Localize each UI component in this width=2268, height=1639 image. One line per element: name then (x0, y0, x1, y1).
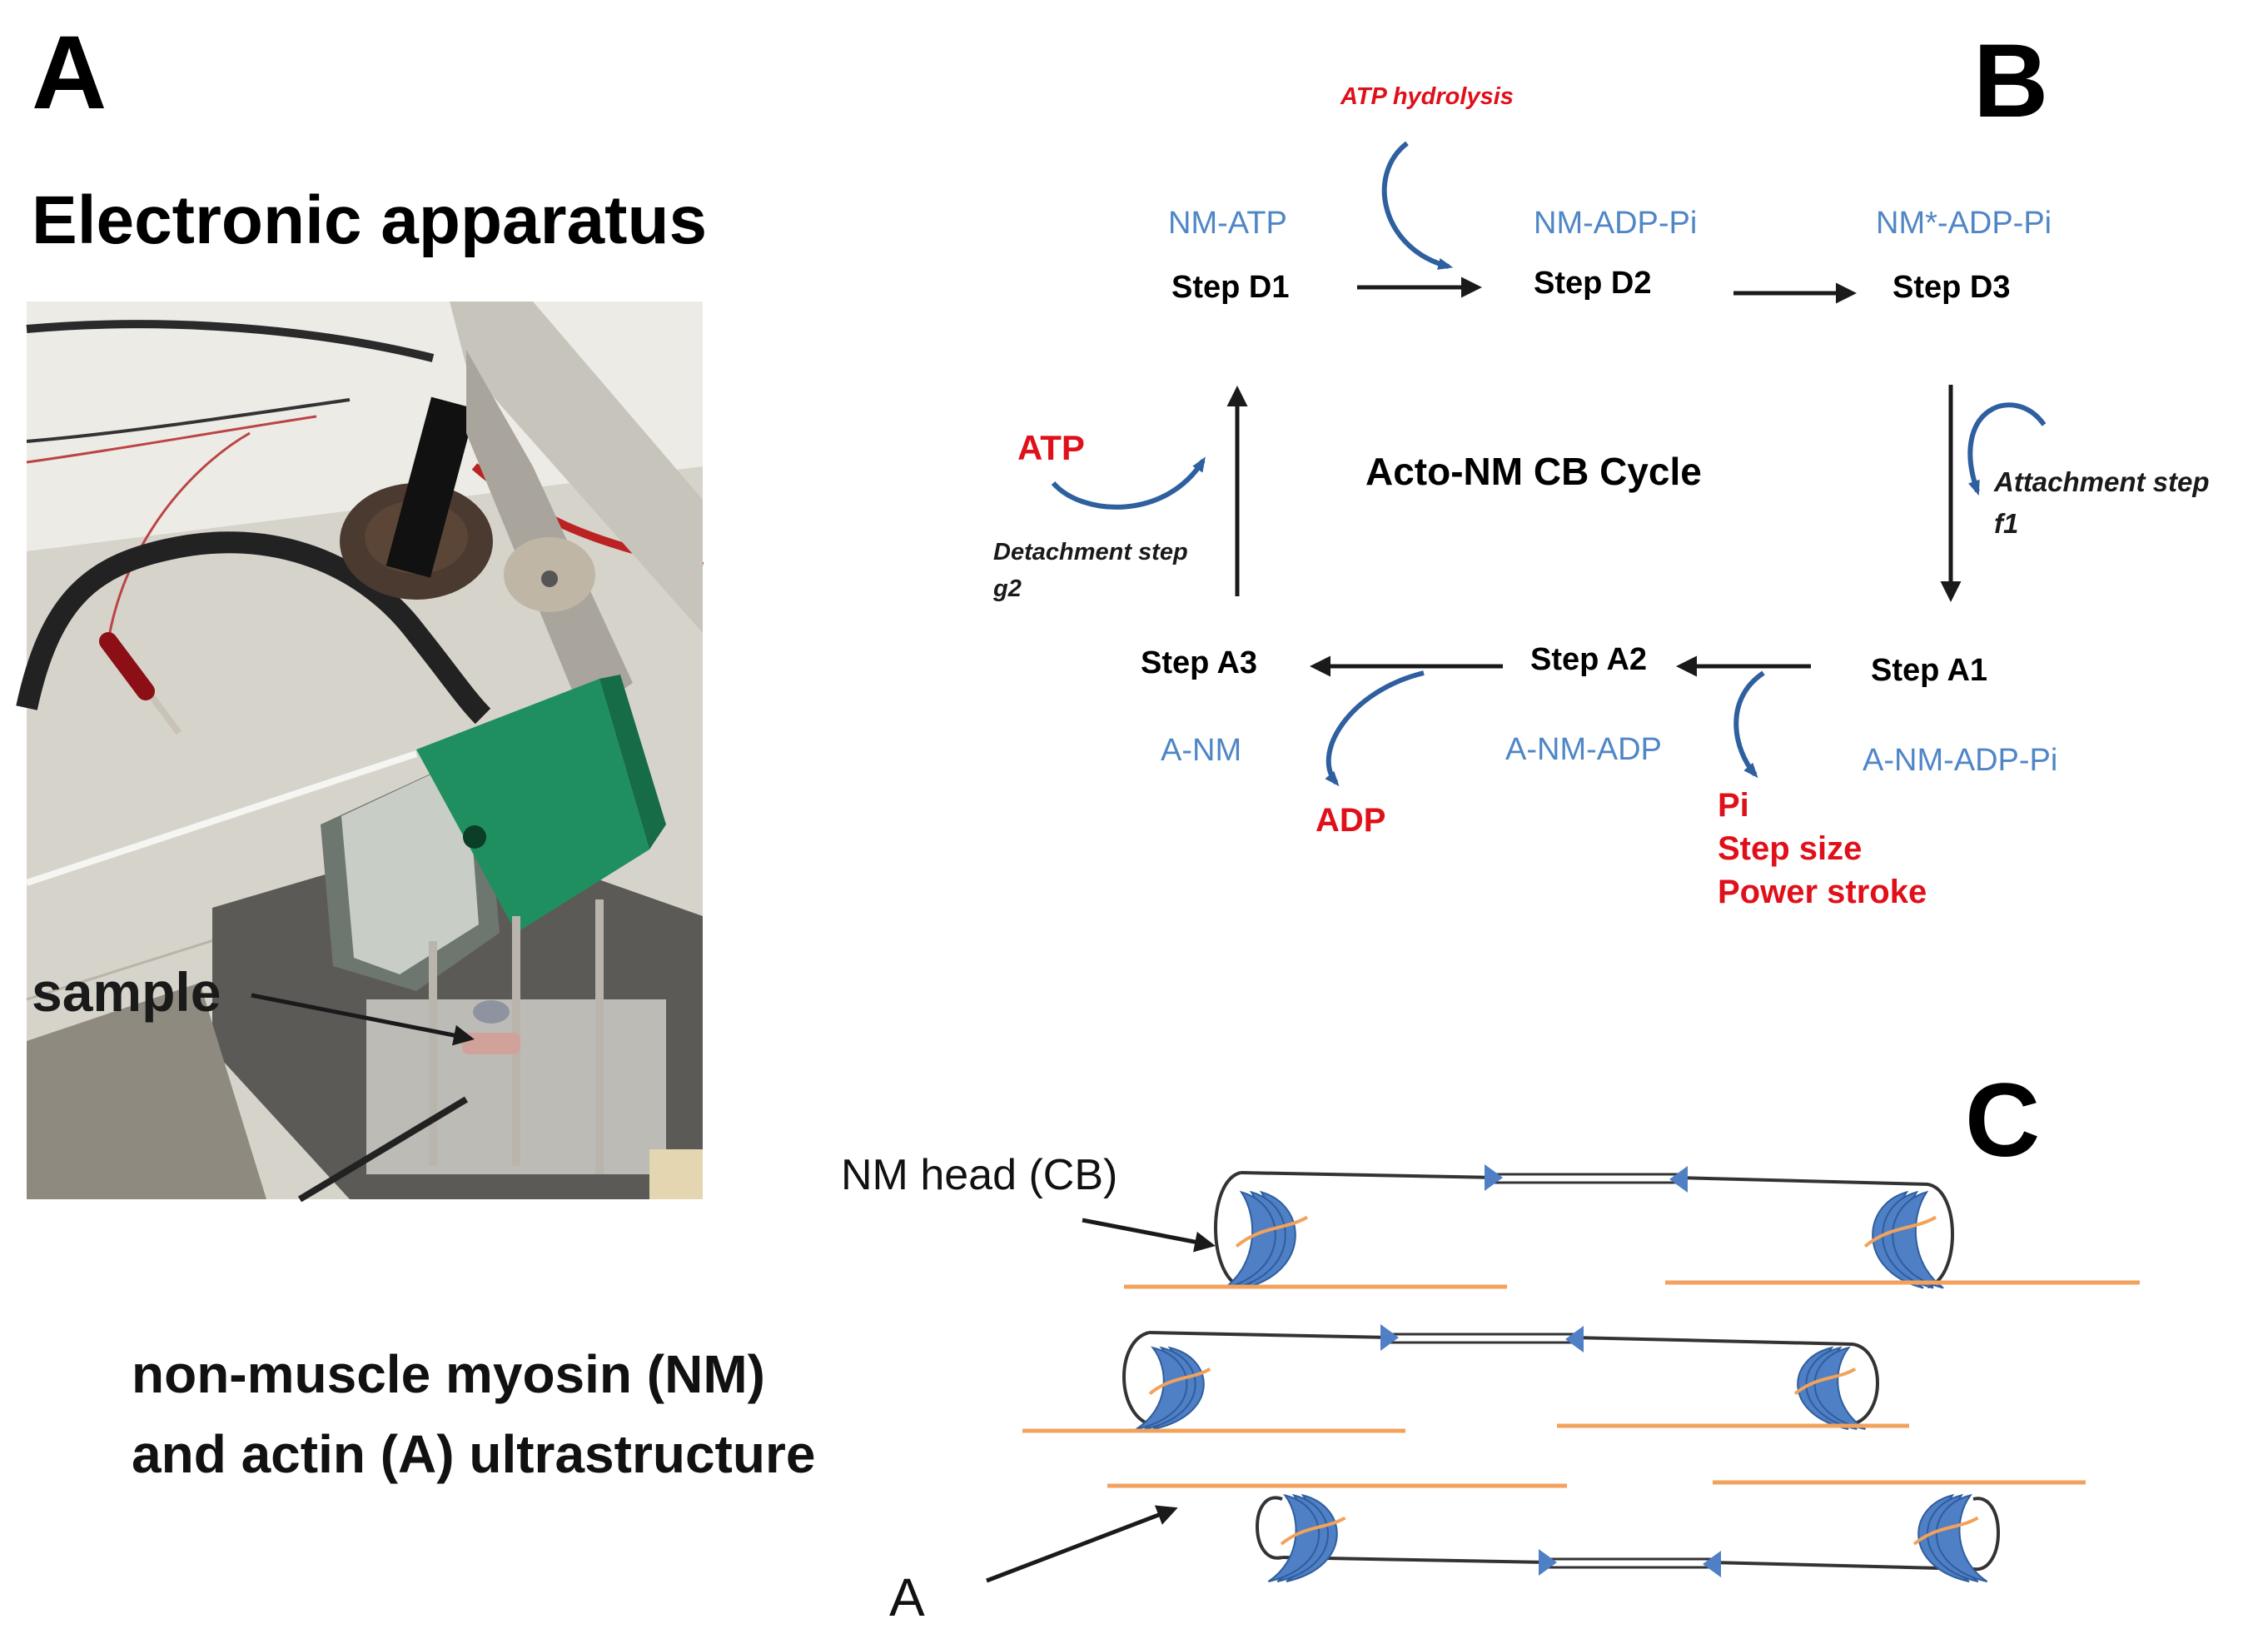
head-tether (1235, 1215, 1309, 1248)
myosin-backbone (1240, 1171, 1954, 1288)
adp-release-curve (1325, 670, 1425, 787)
power-stroke-label: Power stroke (1718, 874, 1927, 910)
myosin-backbone (1148, 1331, 1879, 1426)
step-d1: Step D1 (1171, 270, 1289, 305)
description-line2: and actin (A) ultrastructure (132, 1424, 815, 1484)
step-a2: Step A2 (1530, 642, 1647, 677)
attachment-curve (1967, 402, 2047, 496)
head-tether (1912, 1516, 1979, 1546)
polarity-marker (1703, 1551, 1721, 1577)
atp-label: ATP (1017, 428, 1085, 467)
step-size-label: Step size (1718, 830, 1862, 867)
head-tether (1280, 1516, 1346, 1546)
cycle-title: Acto-NM CB Cycle (1365, 450, 1702, 493)
head-tether (1793, 1367, 1857, 1396)
panel-c-letter: C (1965, 1063, 2040, 1178)
step-d2: Step D2 (1534, 266, 1651, 301)
panel-a: A Electronic apparatus (16, 15, 707, 1203)
attachment-step-sub: f1 (1994, 508, 2018, 539)
bare-zone (1390, 1333, 1574, 1344)
panel-a-letter: A (32, 15, 107, 131)
atp-binding-curve (1051, 456, 1206, 510)
state-d3: NM*-ADP-Pi (1876, 206, 2052, 241)
state-d1: NM-ATP (1168, 206, 1287, 241)
detachment-step-sub: g2 (992, 575, 1022, 602)
actin-label: A (889, 1567, 925, 1627)
myosin-backbone-end (1256, 1496, 1283, 1560)
panel-a-title: Electronic apparatus (32, 182, 707, 258)
state-a1: A-NM-ADP-Pi (1863, 743, 2057, 778)
myosin-backbone-end (1122, 1331, 1150, 1426)
myosin-head-icon (1136, 1346, 1188, 1430)
panel-b-letter: B (1973, 23, 2048, 139)
polarity-marker (1485, 1164, 1503, 1191)
attachment-step-label: Attachment step (1993, 466, 2210, 497)
adp-label: ADP (1316, 802, 1385, 839)
polarity-marker (1539, 1549, 1557, 1576)
myosin-backbone-end (1214, 1171, 1241, 1288)
panel-b: B ATP hydrolysis NM-ATP NM-ADP-Pi NM*-AD… (992, 23, 2210, 910)
nm-head-label: NM head (CB) (841, 1151, 1117, 1199)
pi-label: Pi (1718, 787, 1749, 824)
step-a3: Step A3 (1141, 645, 1257, 680)
nm-head-arrow (1082, 1218, 1216, 1253)
head-tether (1863, 1215, 1937, 1248)
description-line1: non-muscle myosin (NM) (132, 1344, 765, 1404)
filament-assembly (1022, 1164, 2140, 1582)
panel-c: C NM head (CB) non-muscle myosin (NM) an… (132, 1063, 2140, 1627)
apparatus-photo (16, 301, 704, 1203)
step-d3: Step D3 (1892, 270, 2010, 305)
pi-release-curve (1733, 670, 1765, 779)
sample-arrow (251, 993, 475, 1046)
polarity-marker (1669, 1166, 1688, 1193)
atp-hydrolysis-curve (1381, 141, 1454, 270)
head-tether (1148, 1367, 1211, 1396)
atp-hydrolysis-label: ATP hydrolysis (1340, 83, 1514, 110)
state-a2: A-NM-ADP (1505, 732, 1662, 767)
detachment-step-label: Detachment step (993, 539, 1188, 565)
step-a1: Step A1 (1871, 653, 1987, 688)
myosin-head-icon (1267, 1493, 1321, 1582)
state-a3: A-NM (1161, 733, 1241, 768)
actin-arrow (986, 1505, 1178, 1583)
bare-zone (1549, 1557, 1711, 1569)
polarity-marker (1380, 1324, 1399, 1351)
polarity-marker (1565, 1326, 1584, 1353)
state-d2: NM-ADP-Pi (1534, 206, 1697, 241)
sample-label: sample (32, 961, 221, 1023)
bare-zone (1495, 1173, 1678, 1184)
